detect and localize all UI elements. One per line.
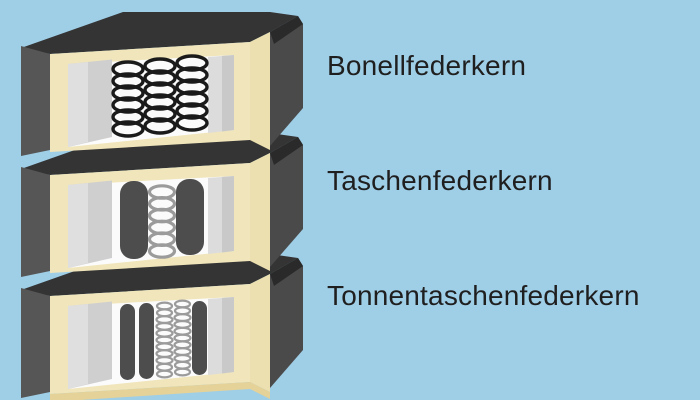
mattress-taschenfederkern — [21, 133, 303, 277]
mattress-bonellfederkern — [21, 12, 303, 156]
label-taschenfederkern: Taschenfederkern — [327, 165, 553, 196]
mattress-stack-illustration — [21, 12, 303, 400]
pocket-springs-icon — [120, 179, 204, 259]
mattress-tonnentaschenfederkern — [21, 254, 303, 400]
barrel-pocket-springs-icon — [120, 299, 207, 380]
foam-bottom-shadow — [50, 382, 270, 400]
label-tonnentaschenfederkern: Tonnentaschenfederkern — [327, 280, 640, 311]
label-bonellfederkern: Bonellfederkern — [327, 50, 527, 81]
